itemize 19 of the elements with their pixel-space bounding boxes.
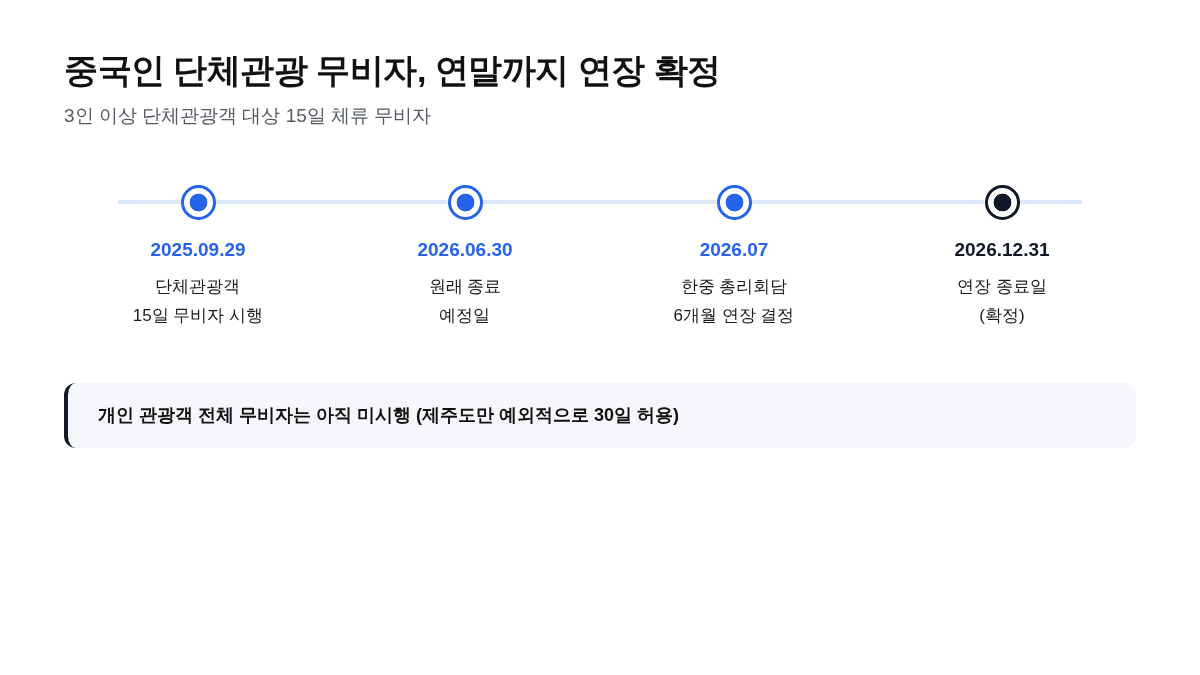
timeline-marker [984, 184, 1020, 220]
date-label: 2026.12.31 [954, 239, 1050, 262]
timeline-line [482, 200, 717, 204]
event-label: 단체관광객 15일 무비자 시행 [132, 276, 264, 327]
subtitle: 3인 이상 단체관광객 대상 15일 체류 무비자 [64, 104, 432, 128]
timeline-line [215, 200, 448, 204]
timeline-line [751, 200, 985, 204]
date-label: 2026.06.30 [417, 239, 513, 262]
date-label: 2026.07 [699, 239, 769, 262]
title: 중국인 단체관광 무비자, 연말까지 연장 확정 [64, 50, 721, 91]
timeline-marker [180, 184, 216, 220]
event-label: 원래 종료 예정일 [428, 276, 502, 327]
note-text: 개인 관광객 전체 무비자는 아직 미시행 (제주도만 예외적으로 30일 허용) [98, 403, 680, 427]
timeline-marker [716, 184, 752, 220]
timeline-marker [447, 184, 483, 220]
date-label: 2025.09.29 [150, 239, 246, 262]
event-label: 연장 종료일 (확정) [957, 276, 1047, 327]
note-box [64, 383, 1136, 448]
event-label: 한중 총리회담 6개월 연장 결정 [673, 276, 795, 327]
